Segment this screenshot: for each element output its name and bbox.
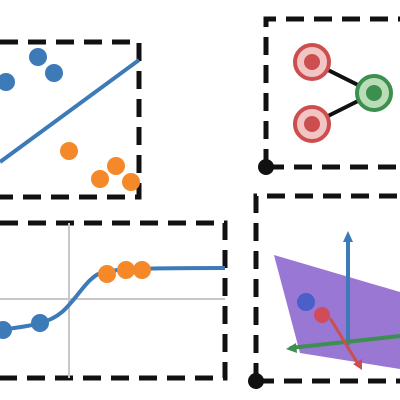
panel-frame bbox=[253, 193, 400, 384]
class-b-point bbox=[122, 173, 140, 191]
high-class-point bbox=[117, 261, 135, 279]
regression-panel bbox=[0, 220, 228, 381]
graph-panel bbox=[258, 16, 400, 175]
classification-panel bbox=[0, 39, 142, 200]
graph-node-green bbox=[355, 74, 393, 112]
panel-corner-dot bbox=[248, 373, 264, 389]
z-axis-arrowhead bbox=[343, 231, 353, 242]
panel-frame bbox=[263, 16, 400, 170]
embedded-point-red bbox=[314, 307, 330, 323]
low-class-point bbox=[0, 321, 12, 339]
y-axis-arrowhead bbox=[353, 359, 362, 370]
class-b-point bbox=[91, 170, 109, 188]
high-class-point bbox=[98, 265, 116, 283]
class-a-point bbox=[45, 64, 63, 82]
class-a-point bbox=[29, 48, 47, 66]
class-b-point bbox=[60, 142, 78, 160]
embedding-3d-panel bbox=[248, 193, 400, 389]
panel-corner-dot bbox=[258, 159, 274, 175]
class-a-point bbox=[0, 73, 15, 91]
graph-node-red bbox=[293, 105, 331, 143]
embedded-point-blue bbox=[297, 293, 315, 311]
high-class-point bbox=[133, 261, 151, 279]
graph-node-red bbox=[293, 43, 331, 81]
x-axis-arrowhead bbox=[286, 343, 297, 353]
y-axis bbox=[328, 317, 360, 365]
decision-boundary-line bbox=[0, 58, 141, 164]
low-class-point bbox=[31, 314, 49, 332]
panel-frame bbox=[0, 39, 142, 200]
panel-frame bbox=[0, 220, 228, 381]
class-b-point bbox=[107, 157, 125, 175]
